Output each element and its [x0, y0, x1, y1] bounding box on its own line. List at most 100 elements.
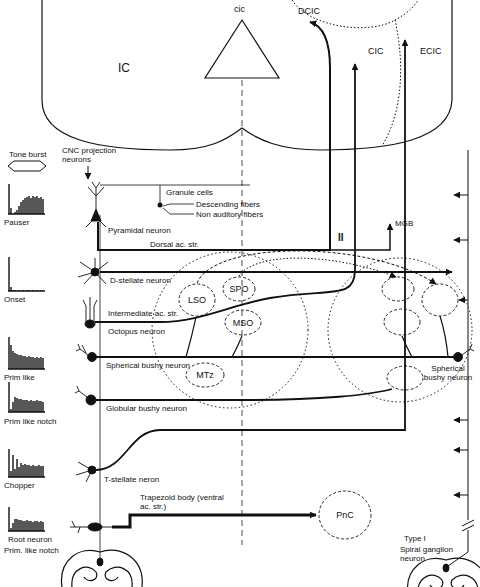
nucleus-label: MSO	[224, 309, 262, 336]
globular-bushy-dendrites	[75, 386, 87, 397]
nucleus-outline	[223, 277, 255, 301]
d-stellate-pathway	[100, 271, 452, 273]
primary-like-histogram	[8, 337, 45, 369]
spherical-bushy-branches	[186, 316, 448, 357]
granule-axon	[160, 185, 161, 203]
mgb-pathway	[330, 224, 390, 250]
nucleus-outline	[384, 309, 420, 335]
octopus-soma	[85, 320, 95, 328]
pyramidal-soma	[91, 209, 101, 221]
neuron-label: Spiral ganglion neuron	[400, 545, 460, 563]
nerve-break	[462, 520, 474, 531]
region-label: DCIC	[298, 6, 320, 16]
globular-bushy-soma	[86, 395, 96, 405]
spo-nucleus: SPO	[222, 276, 256, 302]
nucleus-label: PnC	[318, 490, 372, 540]
region-label: CIC	[368, 46, 384, 56]
root-neuron-soma	[88, 523, 102, 531]
onset-histogram	[8, 257, 45, 291]
nucleus-outline	[387, 366, 423, 390]
tone-burst-symbol	[8, 161, 46, 171]
mso-nucleus: MSO	[224, 309, 262, 336]
projection-pathways	[95, 22, 454, 527]
nucleus-outline	[422, 284, 458, 316]
input-arrow	[459, 300, 468, 301]
lso-nucleus: LSO	[178, 283, 216, 317]
olivary-complex	[152, 252, 308, 408]
region-label: cic	[234, 4, 245, 14]
heading-label: CNC projection neurons	[62, 146, 124, 164]
pauser-histogram	[8, 184, 45, 214]
input-arrow	[454, 420, 468, 421]
nucleus-outline	[186, 363, 224, 387]
cochlea-coil	[105, 567, 132, 587]
auditory-nerve	[100, 215, 101, 560]
nucleus-outline	[382, 277, 414, 301]
nucleus-outline	[225, 310, 261, 335]
fiber-type-label: Type I	[404, 534, 426, 543]
nucleus-outline	[179, 284, 215, 316]
cochlea-coil	[418, 575, 443, 587]
input-arrow	[454, 195, 468, 196]
neurons	[70, 182, 474, 572]
response-type-label: Onset	[4, 295, 25, 304]
cochlea-coil	[72, 567, 97, 587]
pnc-nucleus: PnC	[318, 490, 372, 540]
descending-fiber-leads	[163, 204, 194, 214]
globular-bushy-pathway	[96, 389, 392, 400]
granule-cell	[158, 203, 163, 208]
target-label: MGB	[395, 219, 413, 228]
spherical-bushy-dendrites	[76, 344, 88, 355]
mtz-nucleus: MTz	[185, 362, 225, 388]
notch-histogram	[8, 382, 45, 412]
spherical-bushy-soma	[454, 353, 463, 362]
fiber-label: Non auditory fibers	[196, 210, 263, 219]
psth-histograms	[8, 184, 45, 531]
input-arrow	[454, 450, 468, 451]
pyramidal-dendrites	[86, 182, 106, 227]
neuron-label: Spherical bushy neuron	[420, 364, 476, 382]
nucleus-label: SPO	[222, 276, 256, 302]
intermediate-stria-pathway	[95, 64, 355, 322]
response-type-label: Chopper	[4, 481, 35, 490]
neuron-label: Globular bushy neuron	[106, 404, 187, 413]
node-outline	[30, 0, 460, 155]
neuron-label: Pyramidal neuron	[108, 226, 171, 235]
response-type-label: Prim like	[4, 373, 35, 382]
response-type-label: Prim. like notch	[4, 546, 59, 555]
neuron-label: T-stellate neron	[104, 475, 159, 484]
trapezoid-body-pathway	[112, 515, 316, 527]
cell-label: Granule cells	[166, 188, 213, 197]
spherical-bushy-soma	[88, 353, 97, 362]
contralateral-nerve	[468, 150, 469, 520]
input-arrow	[454, 495, 468, 496]
response-type-label: Prim like notch	[4, 417, 56, 426]
neuron-label: Spherical bushy neuron	[106, 361, 190, 370]
nucleus-label: MTz	[185, 362, 225, 388]
spherical-bushy-pathway	[96, 356, 454, 358]
stria-label: Trapezoid body (ventral ac. str.)	[140, 493, 226, 511]
cochlea-coil	[451, 575, 478, 587]
subdivision-border	[292, 0, 418, 146]
octopus-dendrites	[83, 297, 97, 322]
contralateral-inputs	[448, 150, 474, 566]
lemniscus-label: II	[338, 232, 344, 243]
fiber-label: Descending fibers	[196, 200, 260, 209]
spiral-ganglion-soma	[443, 564, 449, 572]
root-histogram	[8, 507, 45, 531]
neuron-label: Octopus neuron	[108, 327, 165, 336]
root-neuron-dendrites	[70, 521, 112, 533]
spiral-ganglion-soma	[97, 558, 103, 566]
cnc-arrow	[88, 166, 89, 179]
commissure-triangle	[205, 20, 279, 78]
region-label: IC	[118, 62, 130, 75]
fiber-lines	[100, 185, 250, 560]
crossing-arrow	[197, 251, 436, 284]
neuron-label: Root neuron	[8, 535, 52, 544]
colliculus-outline	[42, 0, 452, 150]
nucleus-label: LSO	[178, 283, 216, 317]
chopper-histogram	[8, 449, 45, 477]
inferior-colliculus: ICcicDCICCICECIC	[30, 0, 460, 155]
cochlea	[62, 550, 143, 587]
